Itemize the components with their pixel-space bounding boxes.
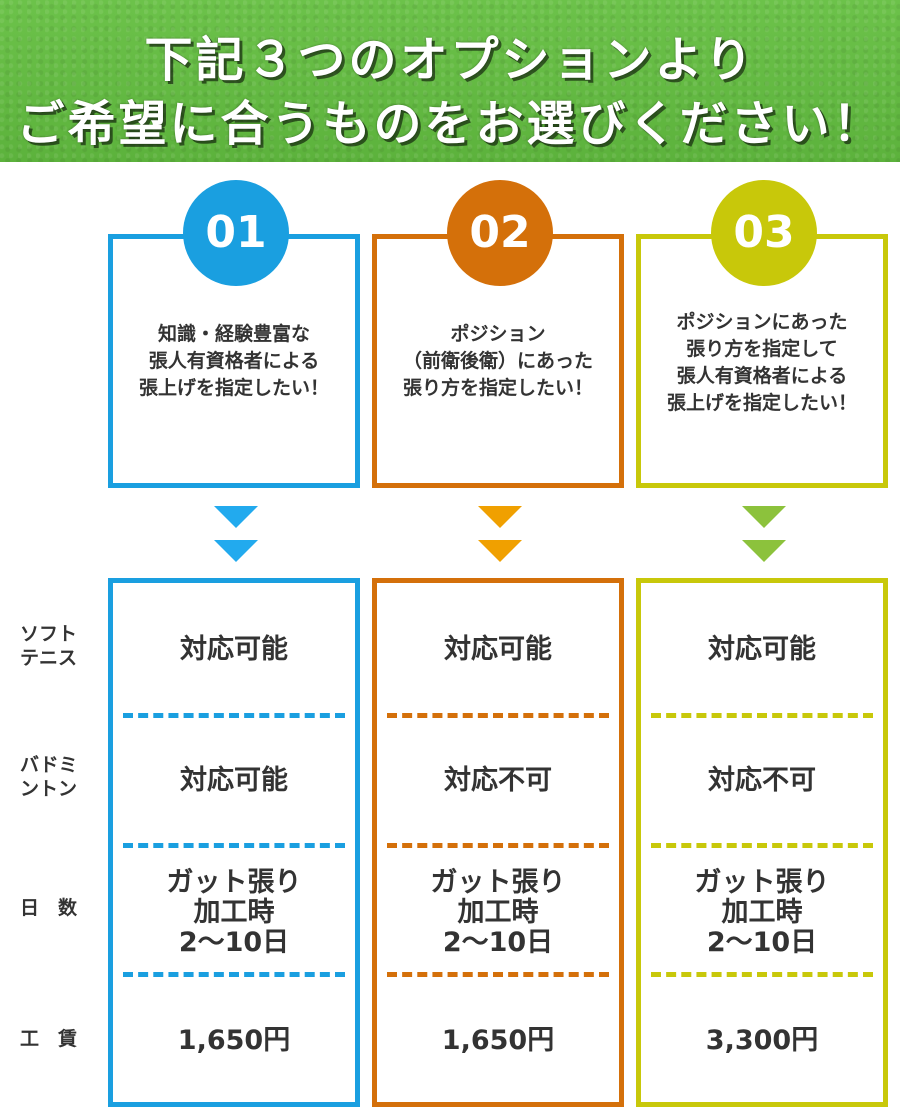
option-1-line-1: 知識・経験豊富な <box>157 323 310 345</box>
option-1-number-badge: 01 <box>183 180 289 286</box>
dashed-divider <box>387 713 609 718</box>
days-line-2: 加工時 <box>193 897 275 928</box>
down-arrow-icon <box>742 540 786 562</box>
dashed-divider <box>123 713 345 718</box>
option-1-line-3: 張上げを指定したい！ <box>138 377 329 399</box>
down-arrow-icon <box>214 540 258 562</box>
result-column-3: 対応可能 対応不可 ガット張り 加工時 2〜10日 3,300円 <box>636 578 888 1107</box>
option-3-line-1: ポジションにあった <box>676 311 848 333</box>
row-label-days: 日 数 <box>20 897 78 919</box>
soft-tennis-support: 対応可能 <box>444 634 552 665</box>
badminton-support: 対応可能 <box>180 765 288 796</box>
fee-value: 1,650円 <box>177 1025 291 1056</box>
days-line-1: ガット張り <box>694 867 830 898</box>
row-label-soft-tennis: ソフト テニス <box>20 622 100 670</box>
option-3-line-3: 張人有資格者による <box>676 365 848 387</box>
soft-tennis-support: 対応可能 <box>180 634 288 665</box>
dashed-divider <box>123 972 345 977</box>
badminton-support: 対応不可 <box>444 765 552 796</box>
option-2-line-3: 張り方を指定したい！ <box>402 377 593 399</box>
days-line-3: 2〜10日 <box>442 927 554 958</box>
days-line-2: 加工時 <box>721 897 803 928</box>
days-line-2: 加工時 <box>457 897 539 928</box>
option-3-line-4: 張上げを指定したい！ <box>666 392 857 414</box>
fee-value: 3,300円 <box>705 1025 819 1056</box>
dashed-divider <box>387 972 609 977</box>
result-column-1: 対応可能 対応可能 ガット張り 加工時 2〜10日 1,650円 <box>108 578 360 1107</box>
header-banner: 下記３つのオプションより ご希望に合うものをお選びください！ <box>0 0 900 162</box>
option-2-number-badge: 02 <box>447 180 553 286</box>
down-arrow-icon <box>214 506 258 528</box>
days-line-3: 2〜10日 <box>706 927 818 958</box>
option-1-line-2: 張人有資格者による <box>148 350 320 372</box>
days-line-1: ガット張り <box>430 867 566 898</box>
row-label-badminton-line-1: バドミ <box>20 754 78 776</box>
down-arrow-icon <box>478 506 522 528</box>
days-line-1: ガット張り <box>166 867 302 898</box>
row-label-badminton-line-2: ントン <box>20 778 78 800</box>
days-line-3: 2〜10日 <box>178 927 290 958</box>
banner-title-line-2: ご希望に合うものをお選びください！ <box>16 96 884 152</box>
option-3-line-2: 張り方を指定して <box>686 338 838 360</box>
badminton-support: 対応不可 <box>708 765 816 796</box>
dashed-divider <box>651 843 873 848</box>
banner-title-line-1: 下記３つのオプションより <box>144 32 756 88</box>
row-label-soft-tennis-line-2: テニス <box>20 647 78 669</box>
dashed-divider <box>651 713 873 718</box>
row-label-fee: 工 賃 <box>20 1028 78 1050</box>
dashed-divider <box>387 843 609 848</box>
down-arrow-icon <box>478 540 522 562</box>
row-label-badminton: バドミ ントン <box>20 753 100 801</box>
row-label-soft-tennis-line-1: ソフト <box>20 623 78 645</box>
down-arrow-icon <box>742 506 786 528</box>
fee-value: 1,650円 <box>441 1025 555 1056</box>
result-column-2: 対応可能 対応不可 ガット張り 加工時 2〜10日 1,650円 <box>372 578 624 1107</box>
option-2-line-1: ポジション <box>450 323 546 345</box>
dashed-divider <box>651 972 873 977</box>
option-3-number-badge: 03 <box>711 180 817 286</box>
dashed-divider <box>123 843 345 848</box>
option-2-line-2: （前衛後衛）にあった <box>402 350 593 372</box>
soft-tennis-support: 対応可能 <box>708 634 816 665</box>
